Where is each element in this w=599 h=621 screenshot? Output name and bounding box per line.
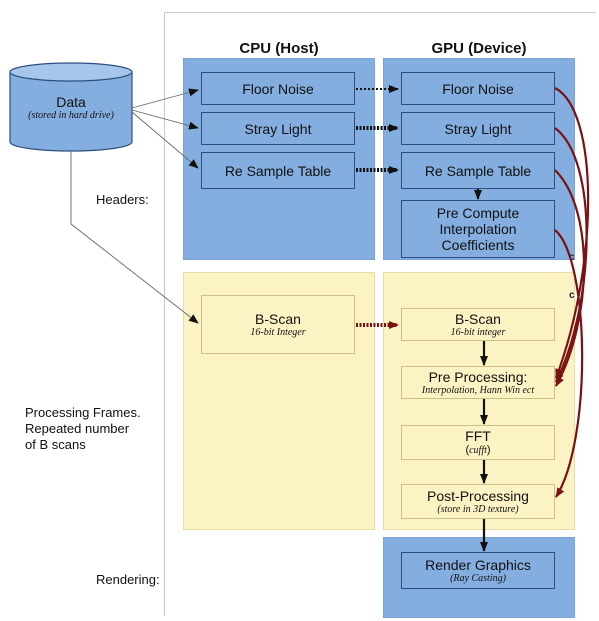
- processing-label-line3: of B scans: [25, 437, 86, 452]
- gpu-preprocessing-title: Pre Processing:: [428, 368, 528, 385]
- gpu-postprocessing-sub: (store in 3D texture): [437, 503, 519, 515]
- cpu-bscan-title: B-Scan: [255, 310, 301, 327]
- data-cylinder-title: Data: [56, 94, 86, 110]
- gpu-stray-light-box: Stray Light: [401, 112, 555, 145]
- cpu-bscan-sub: 16-bit Integer: [250, 326, 306, 338]
- gpu-fft-sub-close: ): [486, 444, 491, 456]
- cpu-bscan-box: B-Scan 16-bit Integer: [201, 295, 355, 354]
- gpu-precompute-line3: Coefficients: [441, 237, 515, 253]
- gpu-fft-sub: (cufft): [465, 444, 490, 457]
- cpu-floor-noise-box: Floor Noise: [201, 72, 355, 105]
- processing-label-line1: Processing Frames.: [25, 405, 141, 420]
- rendering-label: Rendering:: [96, 572, 160, 587]
- gpu-preprocessing-sub: Interpolation, Hann Win ect: [421, 384, 535, 396]
- headers-label: Headers:: [96, 192, 149, 207]
- gpu-postprocessing-title: Post-Processing: [427, 487, 529, 504]
- gpu-resample-box: Re Sample Table: [401, 152, 555, 189]
- gpu-render-sub: (Ray Casting): [450, 572, 506, 584]
- data-cylinder-subtitle: (stored in hard drive): [28, 110, 114, 121]
- c-marker-2: c: [569, 290, 575, 301]
- gpu-fft-box: FFT (cufft): [401, 425, 555, 460]
- cpu-resample-box: Re Sample Table: [201, 152, 355, 189]
- gpu-resample-label: Re Sample Table: [424, 162, 532, 179]
- gpu-fft-sub-open: (: [465, 444, 470, 456]
- cpu-stray-light-label: Stray Light: [244, 120, 312, 137]
- gpu-preprocessing-box: Pre Processing: Interpolation, Hann Win …: [401, 366, 555, 399]
- cpu-column-header: CPU (Host): [239, 40, 319, 57]
- gpu-floor-noise-label: Floor Noise: [442, 80, 514, 97]
- gpu-render-box: Render Graphics (Ray Casting): [401, 552, 555, 589]
- gpu-bscan-sub: 16-bit integer: [450, 326, 506, 338]
- gpu-precompute-line2: Interpolation: [439, 221, 517, 237]
- gpu-bscan-box: B-Scan 16-bit integer: [401, 308, 555, 341]
- cpu-stray-light-box: Stray Light: [201, 112, 355, 145]
- gpu-render-title: Render Graphics: [425, 556, 531, 573]
- gpu-postprocessing-box: Post-Processing (store in 3D texture): [401, 484, 555, 519]
- gpu-bscan-title: B-Scan: [455, 310, 501, 327]
- gpu-floor-noise-box: Floor Noise: [401, 72, 555, 105]
- gpu-fft-title: FFT: [465, 428, 491, 444]
- cpu-floor-noise-label: Floor Noise: [242, 80, 314, 97]
- gpu-precompute-line1: Pre Compute: [436, 205, 520, 221]
- gpu-stray-light-label: Stray Light: [444, 120, 512, 137]
- gpu-column-header: GPU (Device): [431, 40, 527, 57]
- gpu-precompute-box: Pre Compute Interpolation Coefficients: [401, 200, 555, 258]
- processing-label-line2: Repeated number: [25, 421, 130, 436]
- gpu-fft-sub-italic: cufft: [469, 445, 487, 456]
- c-marker-1: c: [569, 252, 575, 263]
- cpu-resample-label: Re Sample Table: [224, 162, 332, 179]
